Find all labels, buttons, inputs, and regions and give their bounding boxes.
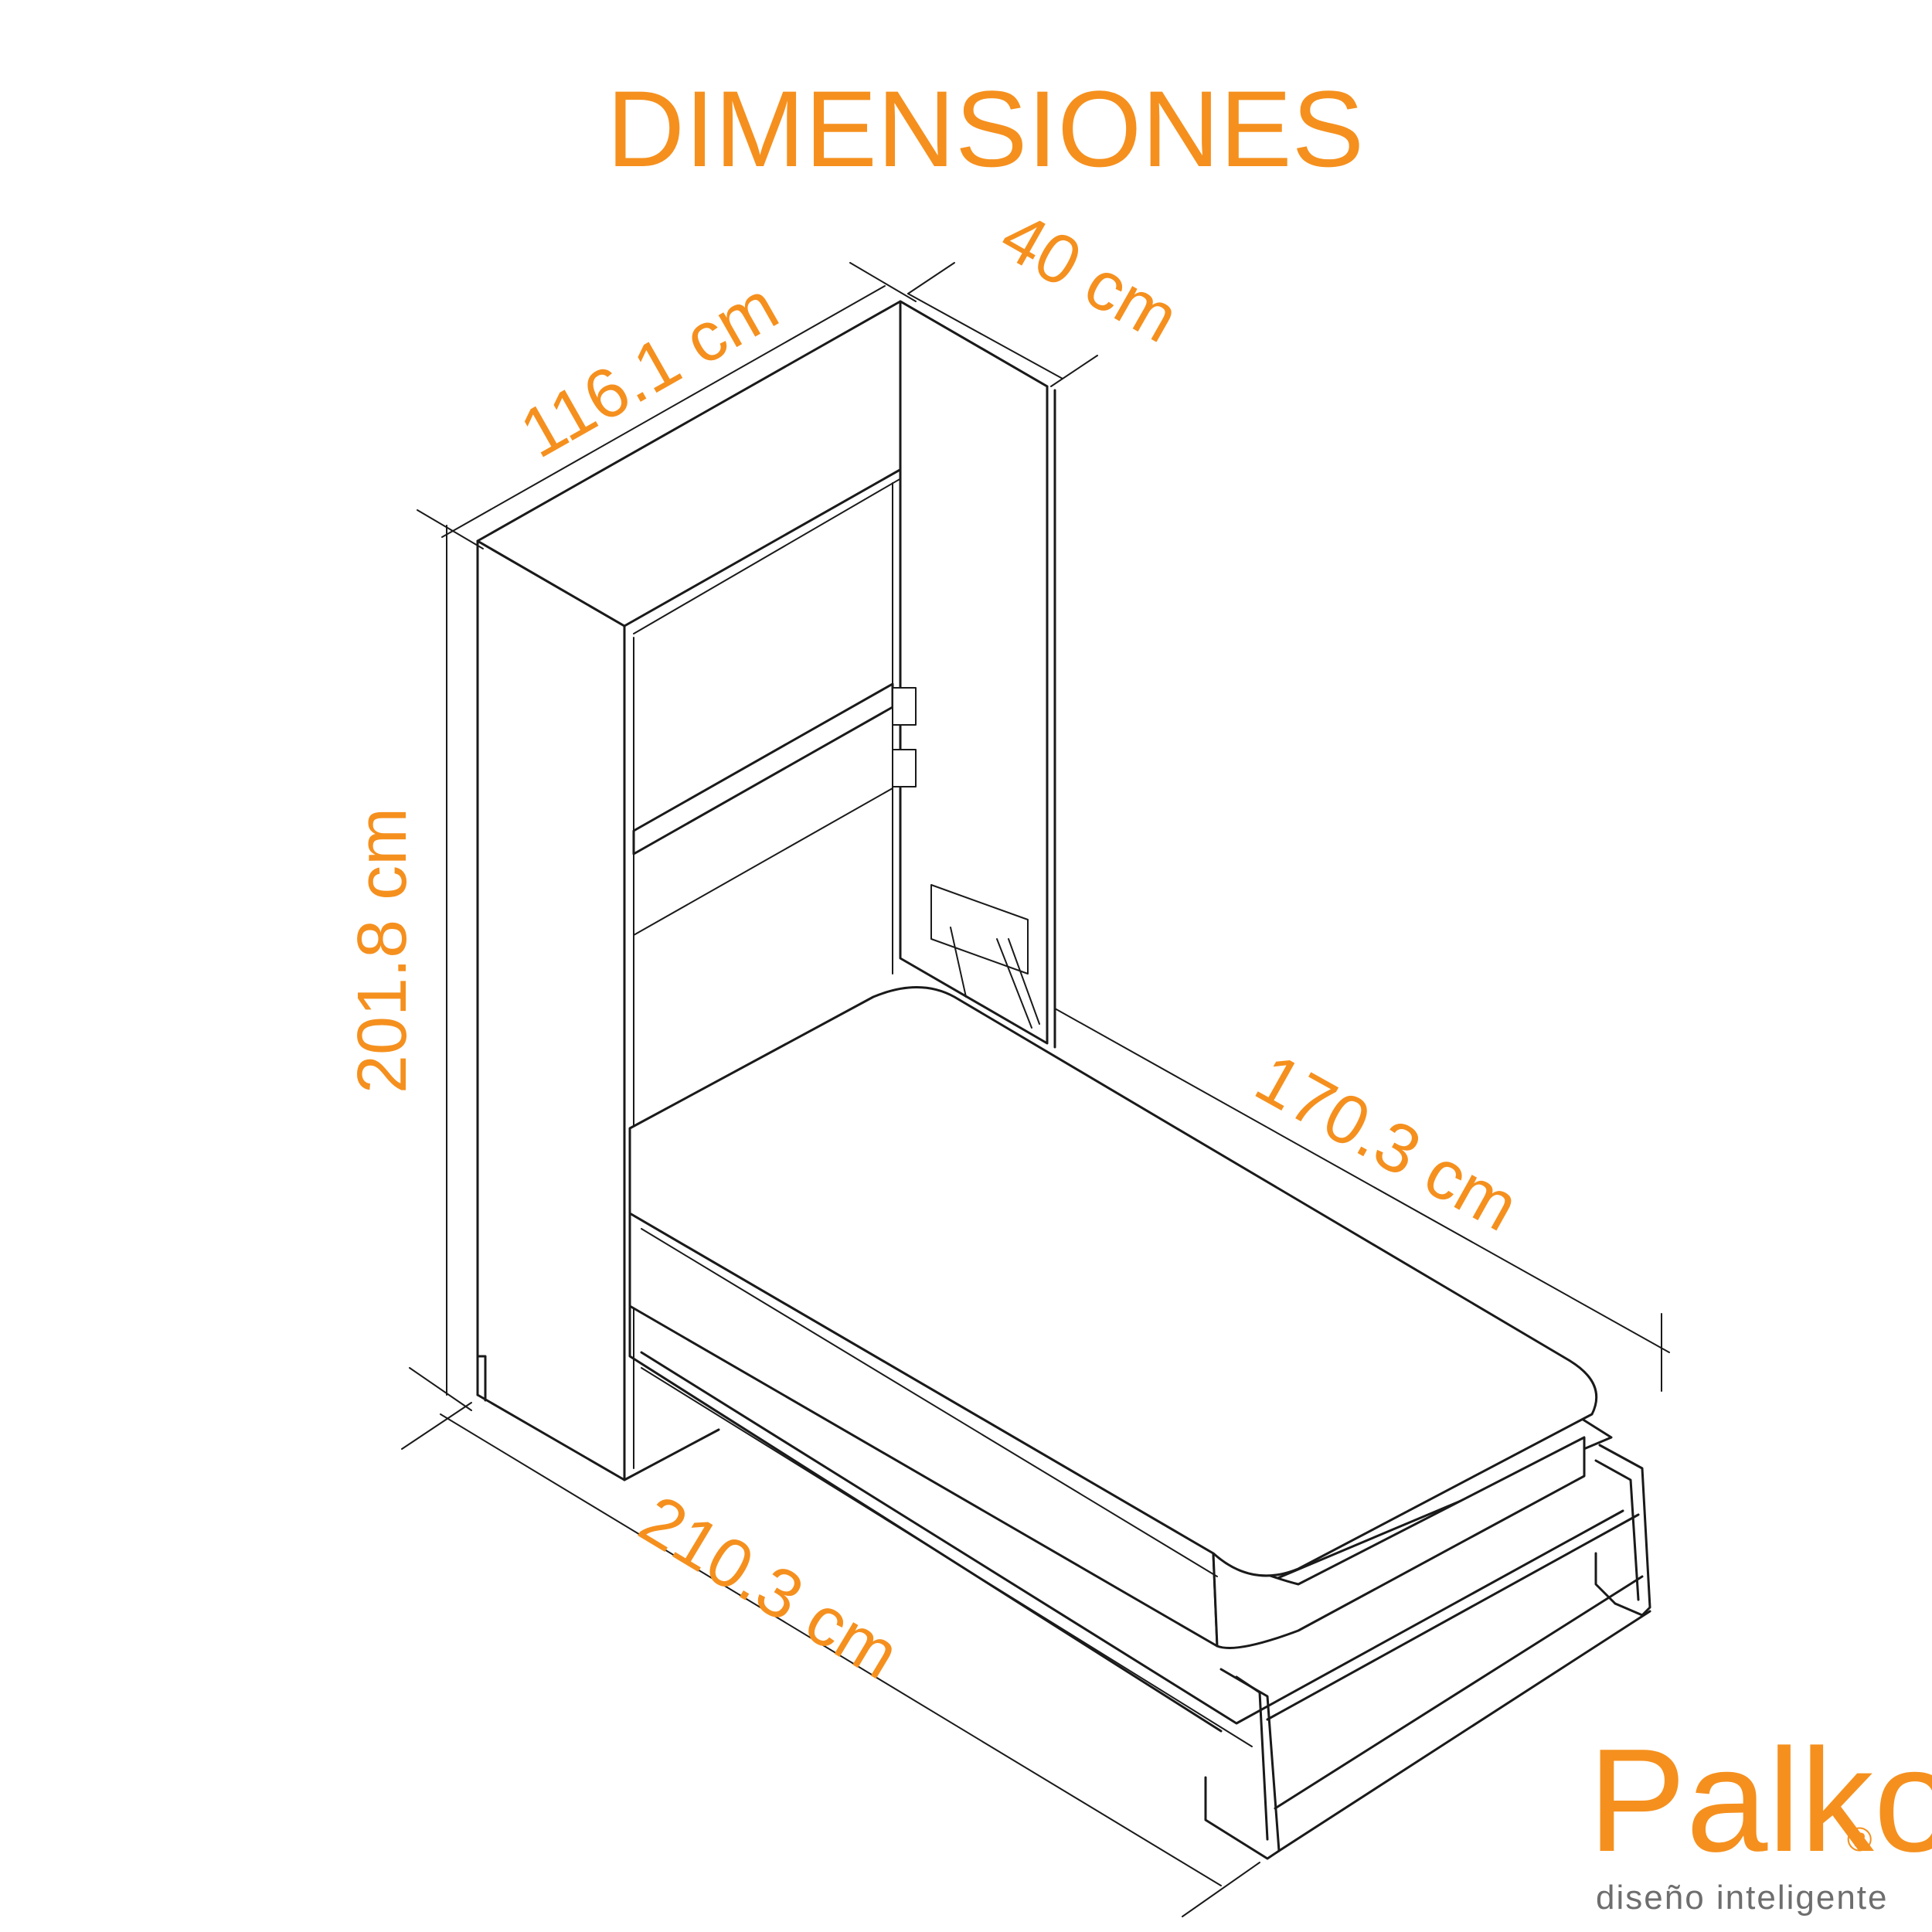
lift-mechanism-plate xyxy=(930,884,1029,975)
dim-label-depth: 40 cm xyxy=(988,197,1192,358)
diagram-title: DIMENSIONES xyxy=(607,68,1364,189)
dim-line-width xyxy=(441,285,886,538)
brand-tagline: diseño inteligente xyxy=(1596,1879,1888,1917)
cabinet-right-panel xyxy=(899,300,1049,1045)
dim-line-bed-length xyxy=(1054,1008,1670,1353)
dim-line-open-length xyxy=(440,1413,1222,1886)
dimension-lines xyxy=(401,262,1670,1917)
brand-name: Palko xyxy=(1588,1719,1932,1883)
brand-logo: Palko ® diseño inteligente xyxy=(1588,1719,1932,1917)
dim-line-depth xyxy=(907,293,1063,379)
dim-label-height: 201.8 cm xyxy=(344,808,421,1094)
dim-label-open-length: 210.3 cm xyxy=(627,1481,912,1694)
mattress-top xyxy=(628,986,1598,1577)
bed-legs xyxy=(1204,1444,1651,1860)
brand-registered-mark: ® xyxy=(1847,1821,1872,1859)
cabinet-shelf xyxy=(632,682,894,855)
cabinet-left-panel xyxy=(476,539,626,1481)
wall-bed-cabinet xyxy=(476,300,1056,1481)
bed xyxy=(628,986,1651,1860)
